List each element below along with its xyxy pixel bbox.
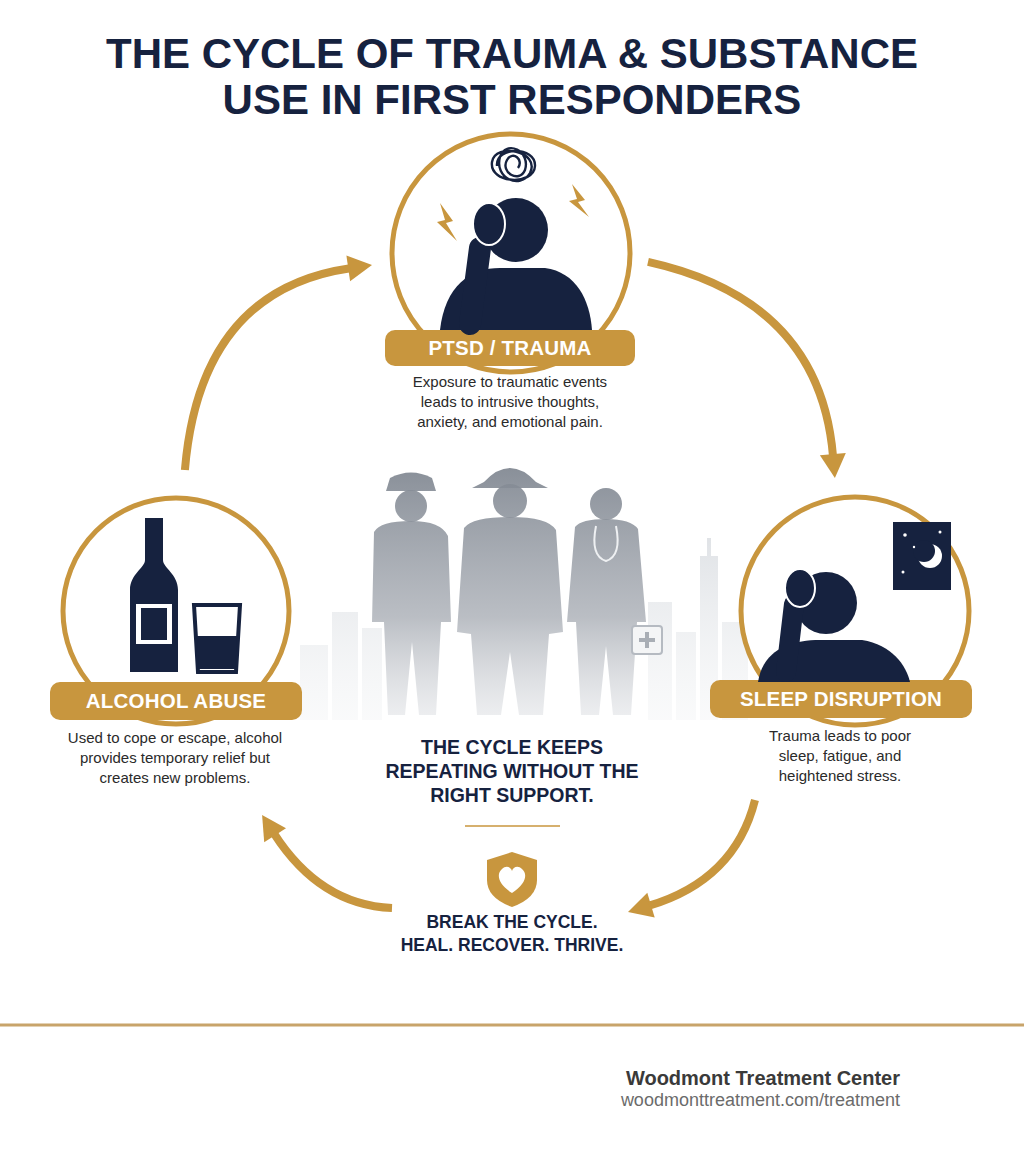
star [913,546,915,548]
alcohol-icon [130,518,240,672]
person-hand [785,569,815,607]
star [902,571,905,574]
stage-description: Used to cope or escape, alcohol provides… [68,728,283,788]
lightning-bolt [569,184,589,217]
police-hat [386,473,436,492]
firefighter-head [493,484,527,518]
night-window [893,522,951,590]
police-body [372,521,451,715]
skyline-building [362,628,382,720]
medkit-cross [639,632,655,648]
cycle-stage-node: ALCOHOL ABUSE Used to cope or escape, alc… [45,470,305,815]
person-head [484,198,548,262]
glass-icon [194,605,240,672]
stage-circle-outline [372,128,648,438]
bottle-label [136,604,172,644]
police-silhouette [372,473,451,716]
stage-description: Trauma leads to poor sleep, fatigue, and… [748,726,933,786]
skyline-spire [707,538,711,556]
firefighter-body [457,517,563,715]
stethoscope [594,526,617,561]
paramedic-body [567,519,646,715]
arrow-head [262,815,286,842]
arrow-line [274,834,392,909]
person-body [758,640,910,682]
stage-description: Exposure to traumatic events leads to in… [410,372,610,432]
arrow-line [649,800,755,906]
paramedic-silhouette [567,488,662,715]
person-hand [473,203,505,245]
paramedic-head [590,488,622,520]
brand-url: woodmonttreatment.com/treatment [500,1089,900,1111]
firefighter-silhouette [457,468,563,715]
cycle-note: THE CYCLE KEEPS REPEATING WITHOUT THE RI… [382,735,642,807]
arrow-line [185,268,350,470]
shield-icon [487,852,537,907]
stage-heading-badge: SLEEP DISRUPTION [710,680,972,718]
arrow-head [346,256,372,282]
sleepless-person-icon [758,522,951,682]
person-arm [786,604,794,672]
footer-rule [0,1024,1024,1027]
police-head [395,490,427,522]
arrow-head [628,893,655,918]
divider-rule [465,825,560,827]
heart-icon [499,867,525,893]
moon [918,544,942,568]
moon-shadow [913,540,935,562]
call-to-action: BREAK THE CYCLE. HEAL. RECOVER. THRIVE. [362,911,662,957]
person-body [440,268,592,330]
skyline-building [332,612,358,720]
lightning-bolt [437,203,457,241]
star [939,531,942,534]
bottle-icon [130,518,178,672]
cycle-arrow [185,256,372,470]
skyline-building [648,602,672,720]
arrow-line [648,262,833,456]
person-head [795,572,857,634]
cycle-stage-node: SLEEP DISRUPTION Trauma leads to poor sle… [705,478,975,800]
bottle-label-inner [141,608,167,640]
cycle-stage-node: PTSD / TRAUMA Exposure to traumatic event… [372,128,648,438]
brand-name: Woodmont Treatment Center [500,1066,900,1090]
skyline-building [300,645,328,720]
star [903,533,907,537]
diagram-title: THE CYCLE OF TRAUMA & SUBSTANCE USE IN F… [42,31,982,123]
medkit [632,626,662,654]
stage-heading-badge: ALCOHOL ABUSE [50,682,302,720]
cycle-arrow [648,262,846,478]
skyline-building [676,632,696,720]
stage-heading-badge: PTSD / TRAUMA [385,330,635,366]
glass-liquid [197,636,237,669]
scribble-icon [492,148,535,181]
cycle-arrow [262,800,755,918]
distressed-person-icon [437,148,592,330]
arrow-head [820,453,846,478]
person-arm [470,248,480,324]
